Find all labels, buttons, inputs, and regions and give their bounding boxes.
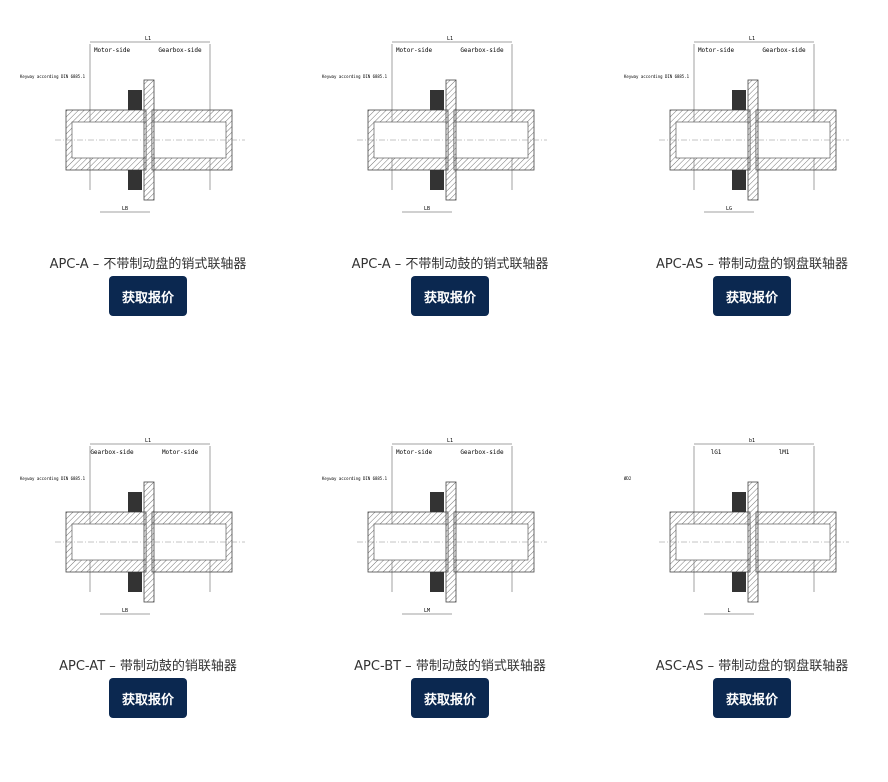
pin-top: [430, 90, 444, 110]
side-label-left: Gearbox-side: [90, 449, 134, 456]
dim-top: L1: [447, 36, 453, 42]
pin-top: [128, 90, 142, 110]
dim-bottom: LB: [424, 206, 430, 212]
dim-bottom: LB: [122, 608, 128, 614]
dim-top: b1: [749, 438, 755, 444]
side-label-right: Motor-side: [162, 449, 199, 456]
get-quote-button[interactable]: 获取报价: [411, 276, 489, 316]
get-quote-button[interactable]: 获取报价: [411, 678, 489, 718]
product-title: APC-BT – 带制动鼓的销式联轴器: [354, 659, 546, 674]
side-label-left: Motor-side: [396, 449, 433, 456]
dim-top: L1: [447, 438, 453, 444]
pin-top: [128, 492, 142, 512]
pin-bottom: [128, 170, 142, 190]
product-card: L1 Motor-side Gearbox-side Keyway accord…: [302, 402, 598, 782]
coupling-technical-drawing: L1 Motor-side Gearbox-side Keyway accord…: [322, 36, 547, 213]
pin-bottom: [732, 572, 746, 592]
product-card: L1 Motor-side Gearbox-side Keyway accord…: [0, 0, 296, 380]
side-label-right: Gearbox-side: [158, 47, 202, 54]
dim-top: L1: [145, 36, 151, 42]
product-title: APC-A – 不带制动盘的销式联轴器: [49, 257, 247, 272]
keyway-note: Keyway according DIN 6885.1: [20, 74, 86, 79]
product-title: APC-A – 不带制动鼓的销式联轴器: [351, 257, 549, 272]
side-label-right: Gearbox-side: [460, 449, 504, 456]
dim-top: L1: [749, 36, 755, 42]
keyway-note: Keyway according DIN 6885.1: [322, 74, 388, 79]
pin-bottom: [430, 170, 444, 190]
side-label-left: Motor-side: [94, 47, 131, 54]
side-label-left: Motor-side: [698, 47, 735, 54]
pin-bottom: [430, 572, 444, 592]
get-quote-button[interactable]: 获取报价: [109, 276, 187, 316]
product-title: ASC-AS – 带制动盘的钢盘联轴器: [655, 659, 849, 674]
keyway-note: Keyway according DIN 6885.1: [20, 476, 86, 481]
dim-bottom: LB: [122, 206, 128, 212]
get-quote-button[interactable]: 获取报价: [713, 276, 791, 316]
side-label-right: Gearbox-side: [762, 47, 806, 54]
get-quote-button[interactable]: 获取报价: [713, 678, 791, 718]
keyway-note: Keyway according DIN 6885.1: [624, 74, 690, 79]
pin-bottom: [128, 572, 142, 592]
side-label-right: lM1: [779, 449, 790, 456]
product-card: L1 Motor-side Gearbox-side Keyway accord…: [604, 0, 888, 380]
product-card: L1 Gearbox-side Motor-side Keyway accord…: [0, 402, 296, 782]
dim-bottom: LM: [424, 608, 430, 614]
side-label-left: Motor-side: [396, 47, 433, 54]
coupling-technical-drawing: L1 Gearbox-side Motor-side Keyway accord…: [20, 438, 245, 615]
dim-bottom: LG: [726, 206, 732, 212]
side-label-left: lG1: [711, 449, 722, 456]
keyway-note: Keyway according DIN 6885.1: [322, 476, 388, 481]
product-title: APC-AT – 带制动鼓的销联轴器: [59, 659, 237, 674]
coupling-technical-drawing: L1 Motor-side Gearbox-side Keyway accord…: [624, 36, 849, 213]
pin-top: [732, 90, 746, 110]
coupling-technical-drawing: L1 Motor-side Gearbox-side Keyway accord…: [322, 438, 547, 615]
pin-top: [430, 492, 444, 512]
side-label-right: Gearbox-side: [460, 47, 504, 54]
dim-bottom: L: [727, 608, 730, 614]
keyway-note: ØD2: [624, 476, 632, 481]
coupling-technical-drawing: L1 Motor-side Gearbox-side Keyway accord…: [20, 36, 245, 213]
pin-top: [732, 492, 746, 512]
coupling-technical-drawing: b1 lG1 lM1 ØD2 L: [624, 438, 849, 615]
pin-bottom: [732, 170, 746, 190]
get-quote-button[interactable]: 获取报价: [109, 678, 187, 718]
product-title: APC-AS – 带制动盘的钢盘联轴器: [655, 257, 849, 272]
product-card: L1 Motor-side Gearbox-side Keyway accord…: [302, 0, 598, 380]
dim-top: L1: [145, 438, 151, 444]
product-card: b1 lG1 lM1 ØD2 L ASC-AS – 带制动盘的钢盘联轴器 获取报…: [604, 402, 888, 782]
